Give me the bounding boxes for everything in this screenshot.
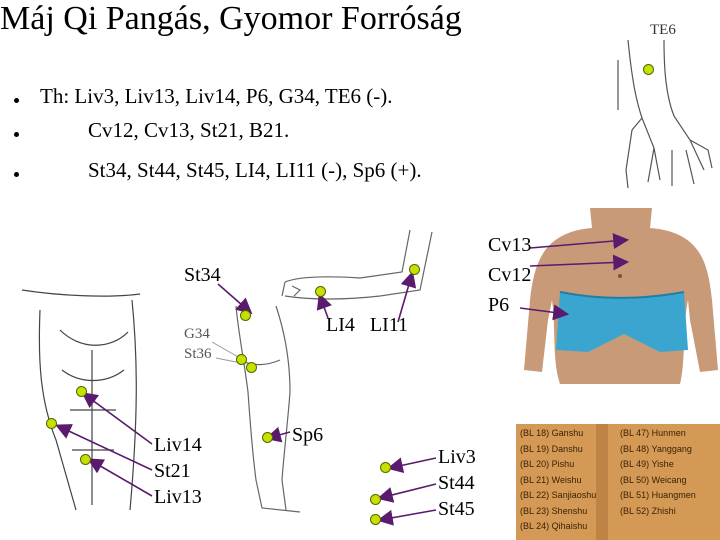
acupoint-st21-marker	[46, 418, 57, 429]
label-p6: P6	[488, 294, 509, 317]
label-st34: St34	[184, 264, 221, 287]
acupoint-li11-marker	[409, 264, 420, 275]
acupoint-te6-marker	[643, 64, 654, 75]
chart-row-left: (BL 24) Qihaishu	[520, 519, 596, 535]
chart-row-left: (BL 21) Weishu	[520, 473, 596, 489]
label-liv3: Liv3	[438, 446, 476, 469]
acupoint-liv14-marker	[76, 386, 87, 397]
acupoint-st34-marker	[240, 310, 251, 321]
chart-row-left: (BL 20) Pishu	[520, 457, 596, 473]
acupoint-liv3-marker	[380, 462, 391, 473]
arrow-liv14	[84, 394, 152, 444]
chart-row-left: (BL 22) Sanjiaoshu	[520, 488, 596, 504]
label-liv14: Liv14	[154, 434, 202, 457]
arrow-st34	[218, 284, 250, 312]
label-st44: St44	[438, 472, 475, 495]
chart-row-right: (BL 48) Yanggang	[620, 442, 696, 458]
chart-row-left: (BL 19) Danshu	[520, 442, 596, 458]
back-chart-text: (BL 18) Ganshu (BL 19) Danshu (BL 20) Pi…	[520, 426, 716, 538]
arrow-st45	[380, 510, 436, 520]
arrow-st21	[58, 426, 152, 470]
label-st36: St36	[184, 346, 212, 363]
woman-photo	[524, 208, 718, 384]
label-cv12: Cv12	[488, 264, 531, 287]
label-te6: TE6	[650, 22, 676, 39]
chart-row-left: (BL 18) Ganshu	[520, 426, 596, 442]
chart-row-left: (BL 23) Shenshu	[520, 504, 596, 520]
label-st21: St21	[154, 460, 191, 483]
chart-row-right: (BL 51) Huangmen	[620, 488, 696, 504]
label-g34: G34	[184, 326, 210, 343]
label-st45: St45	[438, 498, 475, 521]
acupoint-st36-marker	[246, 362, 257, 373]
arrow-liv3	[390, 458, 436, 468]
label-cv13: Cv13	[488, 234, 531, 257]
acupoint-sp6-marker	[262, 432, 273, 443]
label-li4-li11: LI4 LI11	[326, 314, 408, 337]
chart-row-right: (BL 50) Weicang	[620, 473, 696, 489]
chart-row-right: (BL 47) Hunmen	[620, 426, 696, 442]
arrow-st44	[380, 484, 436, 498]
acupoint-li4-marker	[315, 286, 326, 297]
acupoint-g34-marker	[236, 354, 247, 365]
chart-row-right: (BL 49) Yishe	[620, 457, 696, 473]
chart-row-right: (BL 52) Zhishi	[620, 504, 696, 520]
acupoint-st44-marker	[370, 494, 381, 505]
acupoint-st45-marker	[370, 514, 381, 525]
acupoint-liv13-marker	[80, 454, 91, 465]
label-liv13: Liv13	[154, 486, 202, 509]
label-sp6: Sp6	[292, 424, 323, 447]
hand-illustration	[618, 40, 712, 188]
g34-leader-line	[212, 342, 240, 358]
torso-illustration	[22, 290, 140, 510]
arm-illustration	[282, 230, 432, 299]
leg-illustration	[236, 306, 300, 512]
